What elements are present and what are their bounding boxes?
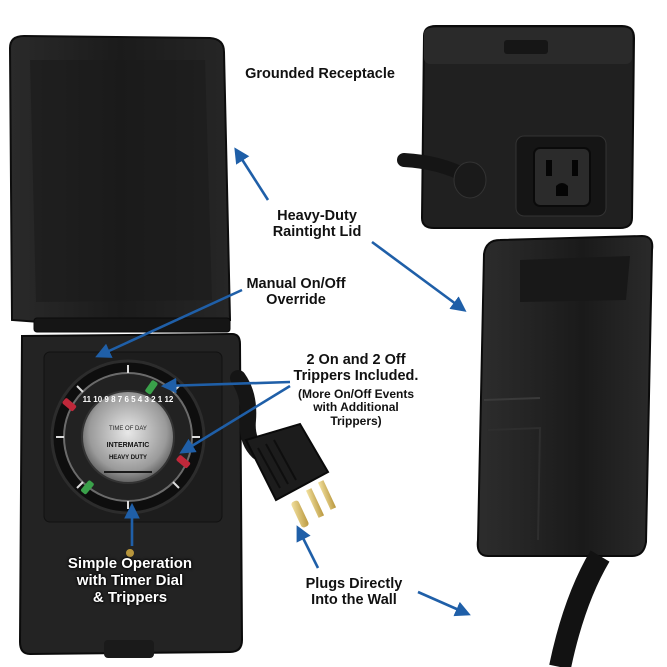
tripper-red-right[interactable] <box>176 454 191 468</box>
arrow-plug <box>296 525 320 569</box>
dial-model: HEAVY DUTY <box>109 455 147 461</box>
label-simple-operation: Simple Operation with Timer Dial & Tripp… <box>67 555 193 606</box>
label-trippers-title: 2 On and 2 Off Trippers Included. <box>293 352 419 385</box>
tripper-green-bottom[interactable] <box>80 480 94 495</box>
arrow-wall <box>417 590 471 617</box>
tripper-green-top[interactable] <box>145 380 159 395</box>
timer-box: 11 10 9 8 7 6 5 4 3 2 1 12 TIME OF DAY I… <box>8 34 244 658</box>
dial-numbers: 11 10 9 8 7 6 5 4 3 2 1 12 <box>83 395 174 404</box>
outlet <box>533 147 591 207</box>
prong-ground <box>291 500 309 528</box>
arrow-override <box>95 288 243 358</box>
arrow-tripper-top <box>160 377 291 394</box>
callout-arrows <box>95 147 471 617</box>
timer-dial[interactable]: 11 10 9 8 7 6 5 4 3 2 1 12 TIME OF DAY I… <box>50 359 206 515</box>
arrow-side-view <box>371 240 467 312</box>
label-trippers-note: (More On/Off Events with Additional Trip… <box>297 387 414 428</box>
prong-left <box>305 488 325 518</box>
tripper-red-left[interactable] <box>62 397 77 411</box>
label-manual-override: Manual On/Off Override <box>246 276 346 309</box>
arrow-tripper-bottom <box>179 384 291 454</box>
label-grounded-receptacle: Grounded Receptacle <box>245 66 395 82</box>
label-plugs-directly: Plugs Directly Into the Wall <box>305 576 403 609</box>
closed-side-view <box>476 234 654 667</box>
receptacle <box>397 25 636 229</box>
label-raintight-lid: Heavy-Duty Raintight Lid <box>272 208 362 241</box>
dial-brand: INTERMATIC <box>107 442 150 449</box>
dial-time-of-day: TIME OF DAY <box>109 426 147 432</box>
plug <box>230 370 337 528</box>
arrow-lid <box>234 147 270 201</box>
prong-right <box>317 480 337 510</box>
